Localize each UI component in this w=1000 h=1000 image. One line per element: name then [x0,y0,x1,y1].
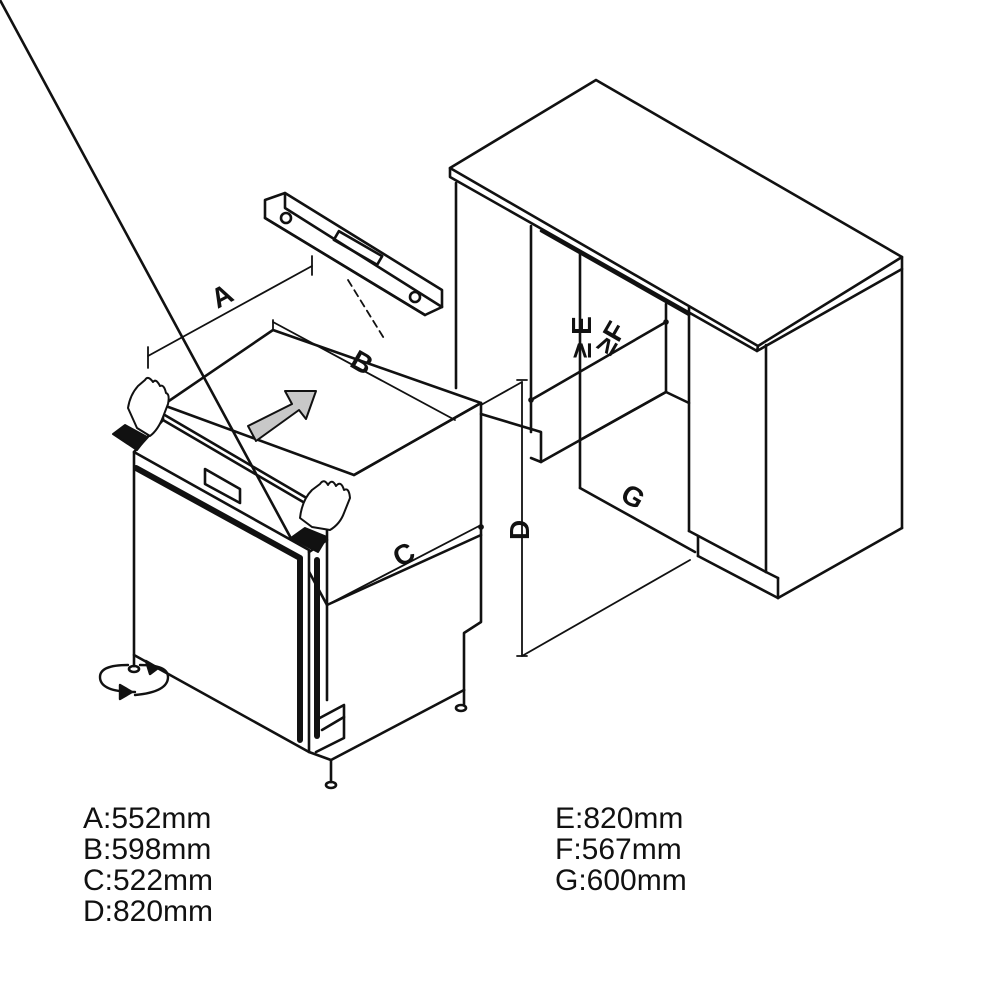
dimension-a: A:552mm [83,802,212,835]
dimensions-right: E:820mm F:567mm G:600mm [555,803,687,896]
door-frame [133,465,303,743]
label-c: C [388,536,420,573]
level-end-left [279,211,293,225]
hand-right-icon [290,480,351,553]
control-display [203,467,242,505]
dimension-c: C:522mm [83,864,214,897]
cavity-back [539,229,691,317]
dishwasher-top [161,328,483,477]
hand-left-icon [112,376,170,451]
dimension-b: B:598mm [83,833,212,866]
door-panel [132,450,311,754]
dimension-d: D:820mm [83,895,214,928]
countertop-front-edge [448,166,760,353]
dimension-e: E:820mm [555,802,684,835]
spirit-level [263,191,444,317]
foot-left [127,664,141,674]
push-arrow [247,390,317,442]
dimensions-left: A:552mm B:598mm C:522mm D:820mm [83,803,213,927]
dimension-f: F:567mm [555,833,682,866]
cabinet [448,78,904,600]
dimension-lines [147,255,691,657]
rotate-foot-icon [98,659,170,701]
level-end-right [408,290,422,304]
label-e: ≥ E [566,316,597,358]
opening-line-g [578,486,697,554]
level-vial [332,229,384,267]
foot-back [454,703,468,713]
label-d: D [504,520,535,540]
dishwasher [0,0,483,790]
foot-front [324,780,338,790]
dimension-g: G:600mm [555,864,687,897]
